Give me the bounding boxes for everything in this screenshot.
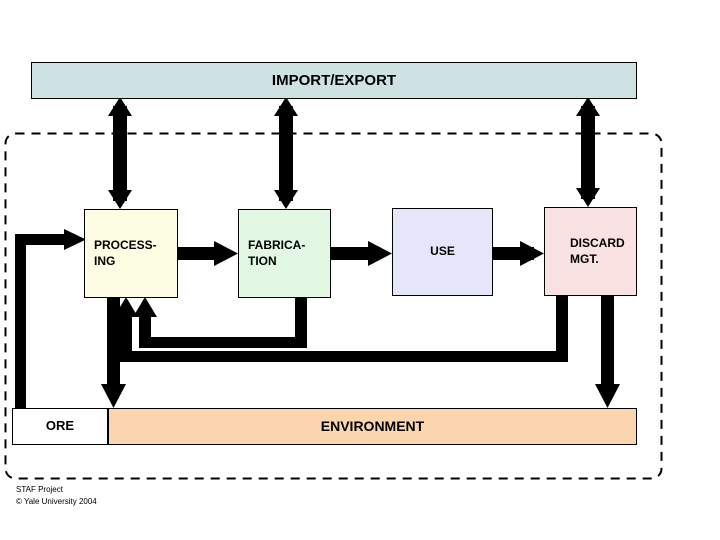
footer-line-project: STAF Project (16, 485, 63, 494)
node-environment-label: ENVIRONMENT (320, 417, 425, 434)
node-ore[interactable]: ORE (12, 408, 108, 445)
arrow-processing-environment (101, 298, 126, 408)
node-discard-mgt[interactable]: DISCARD MGT. (544, 207, 637, 296)
arrow-discard-importexport (576, 97, 600, 207)
node-fabrication-label: FABRICA- TION (248, 238, 306, 268)
arrow-ore-processing (15, 229, 86, 409)
node-processing-label: PROCESS- ING (94, 238, 157, 268)
arrow-processing-importexport (108, 97, 132, 209)
node-fabrication[interactable]: FABRICA- TION (238, 209, 331, 298)
node-import-export-label: IMPORT/EXPORT (271, 71, 397, 89)
arrow-discard-environment (595, 296, 620, 408)
arrow-discard-processing-recycle (114, 296, 568, 362)
footer-credit: STAF Project © Yale University 2004 (16, 484, 97, 507)
node-environment[interactable]: ENVIRONMENT (108, 408, 637, 445)
node-use[interactable]: USE (392, 208, 493, 296)
arrow-fabrication-use (331, 241, 392, 266)
node-use-label: USE (430, 244, 455, 259)
node-processing[interactable]: PROCESS- ING (84, 209, 178, 298)
node-discard-mgt-label: DISCARD MGT. (570, 236, 625, 266)
arrow-processing-fabrication (178, 241, 238, 266)
arrow-fabrication-importexport (274, 97, 298, 209)
node-ore-label: ORE (45, 418, 75, 434)
node-import-export[interactable]: IMPORT/EXPORT (31, 62, 637, 99)
arrow-use-discard (493, 241, 544, 266)
footer-line-copyright: © Yale University 2004 (16, 496, 97, 506)
arrow-fabrication-processing-recycle (133, 297, 307, 348)
